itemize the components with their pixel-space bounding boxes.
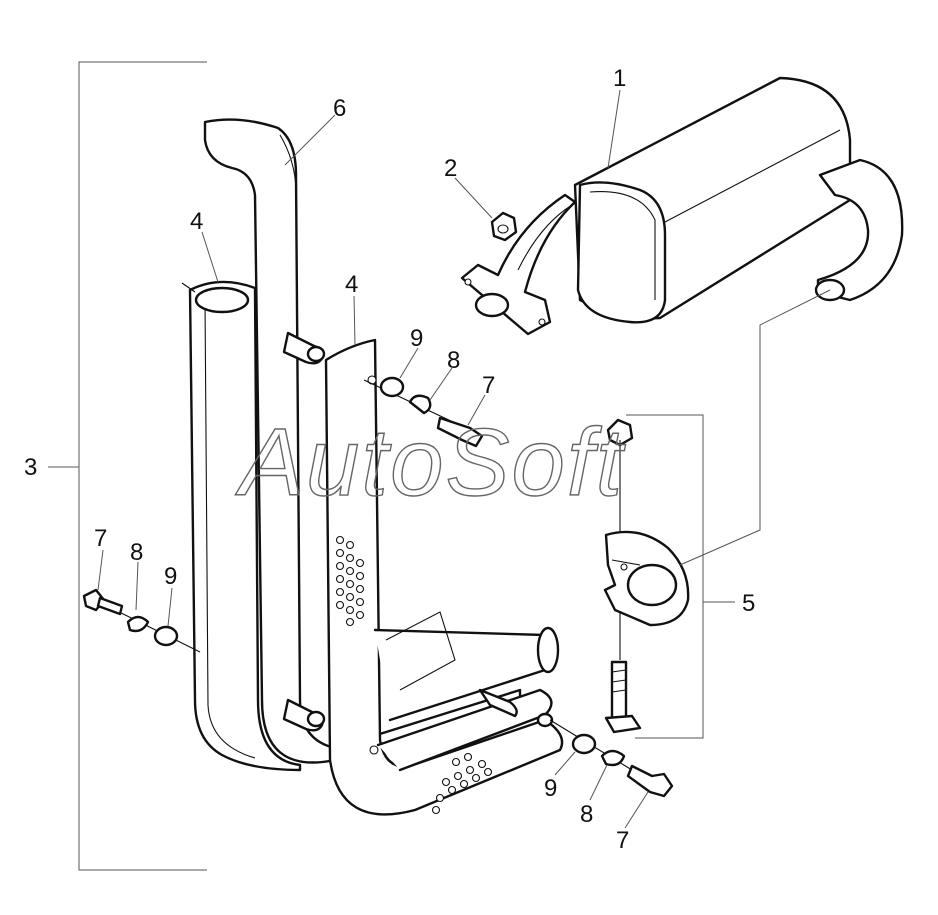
callout-bolt-left: 7: [94, 525, 107, 552]
callout-lockwasher-left: 8: [130, 539, 143, 566]
callout-nut-top: 2: [444, 155, 457, 182]
callout-washer-upper: 9: [410, 325, 423, 352]
callouts: 1 2 3 4 4 5 6 7 8 9 7 8 9 9 8 7: [24, 65, 755, 854]
stack-pipe: [203, 118, 522, 764]
heat-guard-right: [324, 338, 564, 816]
perforations-upper: [335, 535, 365, 627]
perforations-lower: [431, 752, 493, 815]
fasteners-lower: [549, 719, 674, 798]
assembly-bracket: [48, 61, 207, 871]
callout-stack-pipe: 6: [333, 95, 346, 122]
leader-lines: [97, 89, 831, 829]
callout-lockwasher-upper: 8: [447, 347, 460, 374]
fasteners-left: [82, 588, 201, 653]
callout-clamp: 5: [742, 590, 755, 617]
fasteners-upper: [363, 376, 484, 448]
watermark-text: AutoSoft: [235, 409, 626, 516]
muffler: [460, 76, 904, 336]
nut-top: [490, 211, 518, 242]
callout-bolt-lower: 7: [616, 827, 629, 854]
callout-bolt-upper: 7: [482, 372, 495, 399]
callout-lockwasher-lower: 8: [580, 801, 593, 828]
callout-guard-left-upper: 4: [190, 208, 203, 235]
callout-washer-left: 9: [164, 563, 177, 590]
heat-guard-left: [181, 280, 302, 772]
clamp-assembly: [603, 418, 690, 734]
callout-washer-lower: 9: [544, 775, 557, 802]
callout-muffler: 1: [613, 65, 626, 92]
callout-guard-assembly: 3: [24, 454, 37, 481]
callout-guard-right-upper: 4: [345, 271, 358, 298]
